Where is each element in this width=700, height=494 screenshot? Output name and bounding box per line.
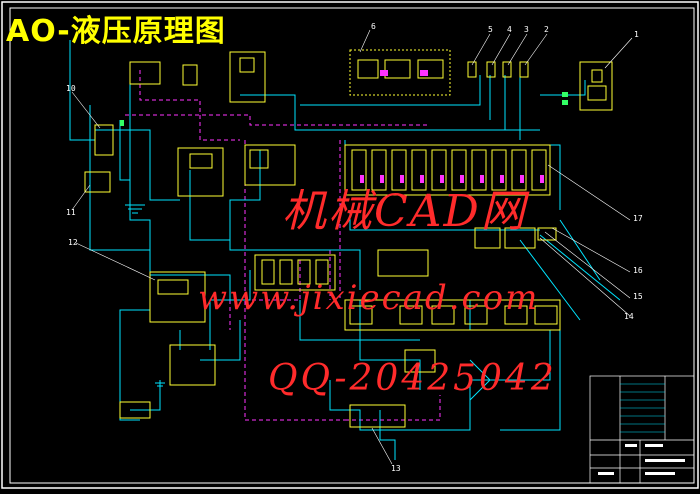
tank-symbols	[125, 204, 491, 401]
pilot-lines	[125, 70, 441, 421]
callout-1: 1	[634, 30, 639, 39]
components	[84, 49, 613, 428]
component-10	[94, 124, 114, 156]
callout-16: 16	[633, 266, 643, 275]
title-block-rows	[620, 383, 665, 433]
watermark-site-name: 机械CAD网	[282, 186, 527, 237]
callout-2: 2	[544, 25, 549, 34]
callout-17: 17	[633, 214, 643, 223]
title-block	[589, 375, 695, 484]
callout-5: 5	[488, 25, 493, 34]
watermark-url: www.jixiecad.com	[198, 278, 540, 318]
lower-valve-row	[344, 299, 561, 331]
callout-11: 11	[66, 208, 76, 217]
motor-block	[129, 61, 161, 85]
component-6	[349, 49, 451, 96]
callout-14: 14	[624, 312, 634, 321]
callout-12: 12	[68, 238, 78, 247]
component-12	[149, 271, 206, 323]
callout-6: 6	[371, 22, 376, 31]
leader-lines	[71, 29, 633, 465]
callout-13: 13	[391, 464, 401, 473]
valve-bank	[344, 144, 551, 196]
component-11	[84, 171, 111, 193]
component-13	[349, 404, 406, 428]
callout-15: 15	[633, 292, 643, 301]
inner-frame	[9, 7, 695, 484]
watermark-qq: QQ-20425042	[268, 358, 557, 399]
callout-3: 3	[524, 25, 529, 34]
page-title: AO-液压原理图	[6, 14, 226, 49]
title-block-text-marks	[598, 444, 685, 475]
callout-10: 10	[66, 84, 76, 93]
center-valve-group	[254, 254, 336, 291]
component-1	[579, 61, 613, 111]
callout-4: 4	[507, 25, 512, 34]
valve-details	[360, 70, 544, 183]
relief-block	[177, 147, 224, 197]
green-connectors	[120, 92, 568, 126]
